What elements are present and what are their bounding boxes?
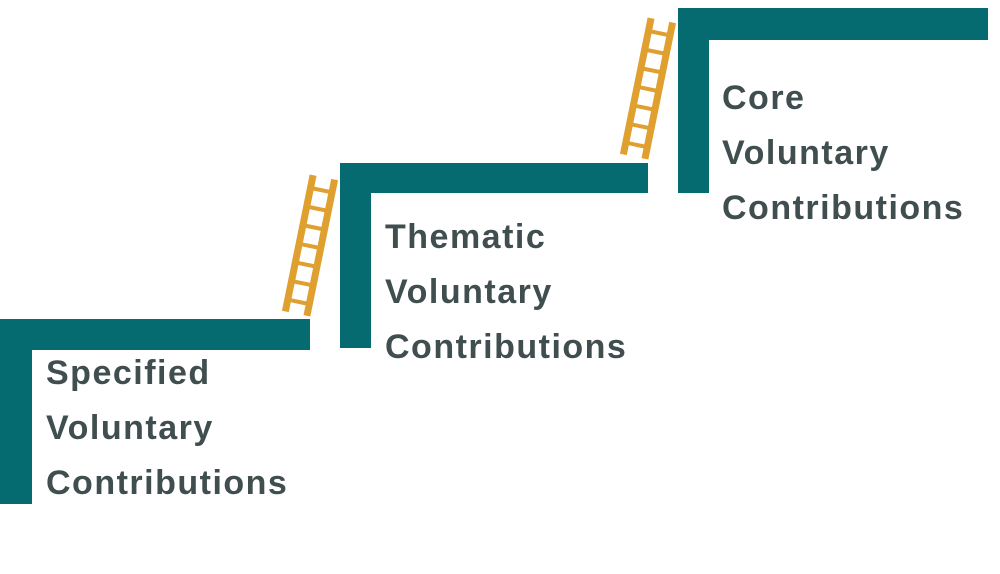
step-specified-label: Specified Voluntary Contributions — [46, 346, 288, 511]
label-line: Voluntary — [385, 273, 553, 311]
label-line: Contributions — [722, 189, 965, 227]
label-line: Specified — [46, 354, 211, 392]
step-core-riser — [678, 8, 709, 193]
step-specified-riser — [0, 319, 32, 504]
label-line: Voluntary — [722, 134, 890, 172]
label-line: Thematic — [385, 218, 547, 256]
label-line: Contributions — [385, 328, 628, 366]
ladder-icon — [619, 17, 677, 160]
step-core-label: Core Voluntary Contributions — [722, 71, 964, 236]
label-line: Core — [722, 79, 806, 117]
label-line: Contributions — [46, 464, 289, 502]
step-thematic-label: Thematic Voluntary Contributions — [385, 210, 627, 375]
step-thematic-riser — [340, 163, 371, 348]
step-thematic-tread — [340, 163, 648, 193]
ladder-icon — [281, 174, 339, 317]
step-core-tread — [678, 8, 988, 40]
step-specified-tread — [0, 319, 310, 350]
label-line: Voluntary — [46, 409, 214, 447]
